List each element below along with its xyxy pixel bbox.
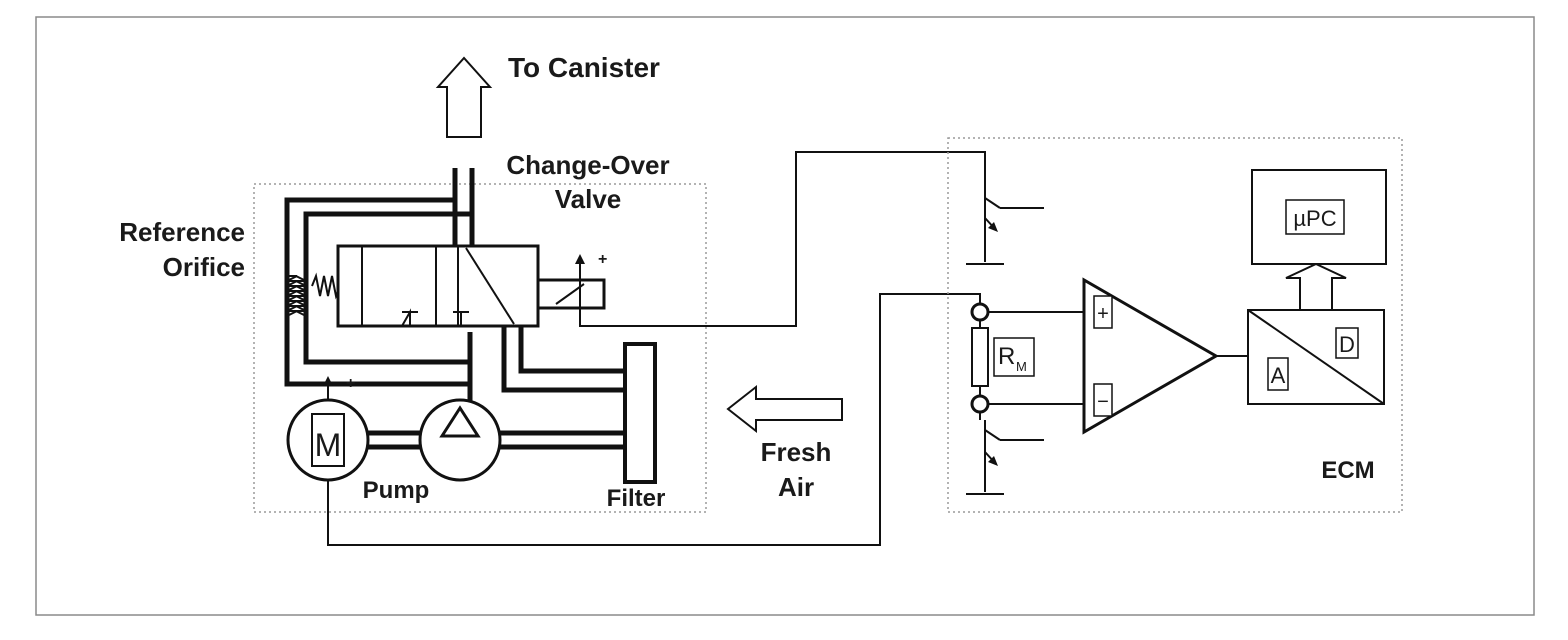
canister-pipes: [284, 168, 475, 387]
motor-sense-wire: [327, 293, 981, 546]
opamp-plus-label: +: [1097, 303, 1109, 325]
fresh-air-label-line2: Air: [778, 472, 814, 502]
opamp-minus-label: −: [1097, 391, 1109, 413]
fresh-air-label-line1: Fresh: [761, 437, 832, 467]
op-amp: + −: [1082, 277, 1220, 435]
filter-label: Filter: [607, 485, 666, 512]
pump-label: Pump: [363, 477, 430, 504]
micro-pc: µPC: [1251, 169, 1387, 265]
resistor-subscript: M: [1016, 359, 1027, 374]
pump-motor: M: [286, 376, 370, 482]
to-canister-label: To Canister: [508, 52, 660, 83]
valve-driver-transistor: [966, 186, 1044, 265]
pump-unit: [418, 398, 502, 482]
shunt-resistor: R M: [970, 302, 1084, 414]
adc-to-upc-arrow: [1285, 262, 1347, 311]
fresh-air-arrow: [726, 384, 843, 434]
reference-label-line2: Orifice: [163, 252, 245, 282]
valve-spring-icon: [311, 272, 341, 300]
motor-plus-label: +: [346, 375, 355, 392]
valve-filter-pipes: [467, 326, 625, 408]
change-over-label-line1: Change-Over: [506, 150, 669, 180]
ecm-label: ECM: [1321, 457, 1374, 484]
resistor-label: R: [998, 343, 1015, 370]
reference-label-line1: Reference: [119, 217, 245, 247]
reference-orifice-icon: [286, 275, 307, 317]
to-canister-arrow: [435, 56, 493, 138]
valve-control-wire: [579, 151, 986, 327]
motor-pump-shaft: [368, 430, 420, 450]
change-over-valve: [336, 244, 540, 328]
ecm-box: [947, 137, 1403, 513]
motor-label: M: [315, 427, 342, 463]
adc-d-label: D: [1339, 332, 1355, 357]
pump-module-box: [253, 183, 707, 513]
valve-solenoid: [536, 254, 606, 310]
change-over-label-line2: Valve: [555, 184, 622, 214]
ad-converter: A D: [1247, 309, 1385, 405]
valve-plus-label: +: [598, 251, 607, 268]
pump-filter-pipes: [500, 430, 625, 450]
filter-element: [623, 342, 657, 484]
upc-label: µPC: [1293, 206, 1336, 231]
motor-driver-transistor: [966, 412, 1044, 495]
outer-frame: [35, 16, 1535, 616]
adc-a-label: A: [1271, 363, 1286, 388]
